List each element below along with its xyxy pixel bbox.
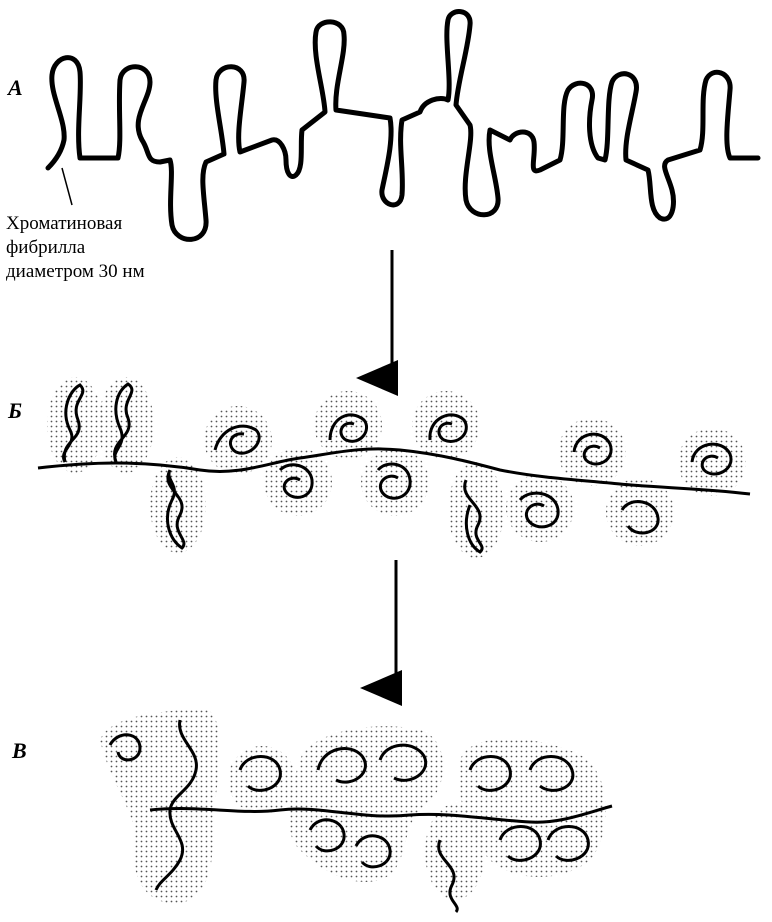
panel-b-label: Б — [7, 398, 22, 423]
panel-a-fibril — [45, 9, 761, 242]
fibril-caption: Хроматиновая фибрилла диаметром 30 нм — [6, 212, 145, 284]
fibril-caption-line-3: диаметром 30 нм — [6, 261, 145, 282]
fibril-caption-line-2: фибрилла — [6, 237, 86, 258]
panel-b-domains — [37, 377, 751, 558]
fibril-caption-line-1: Хроматиновая — [6, 213, 123, 234]
panel-c-domains — [100, 707, 613, 913]
panel-c-label: В — [11, 738, 27, 763]
panel-a-label: А — [6, 75, 23, 100]
